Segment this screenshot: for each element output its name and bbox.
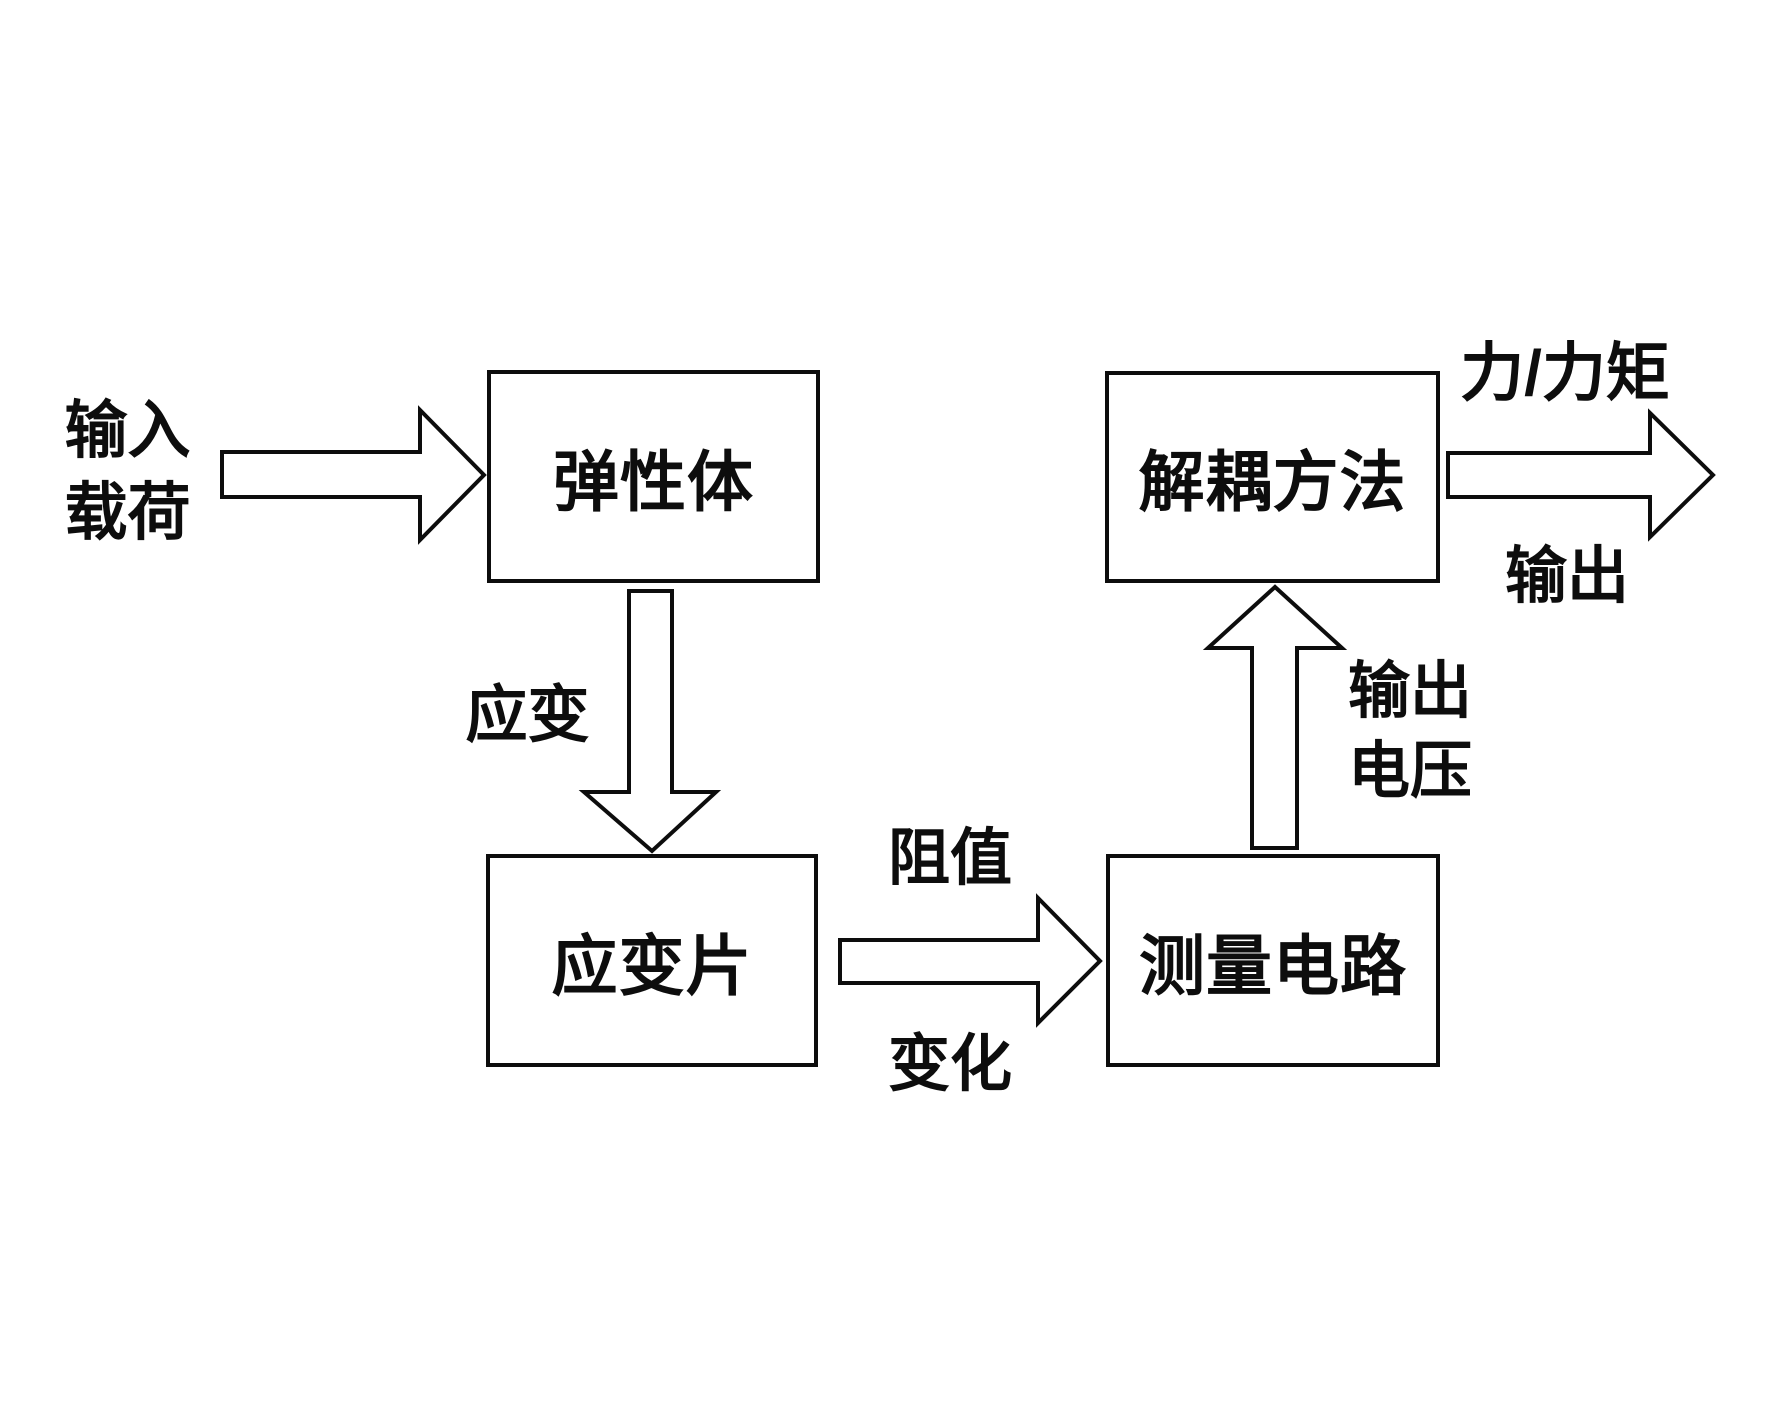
resistance-change-arrow-icon [838, 893, 1103, 1028]
input-load-label-line2: 载荷 [64, 478, 191, 548]
strain-label-text: 应变 [465, 681, 590, 750]
measurement-circuit-box: 测量电路 [1106, 854, 1440, 1067]
elastic-body-box: 弹性体 [487, 370, 820, 583]
output-voltage-arrow-icon [1202, 584, 1348, 850]
strain-gauge-box: 应变片 [486, 854, 818, 1067]
output-voltage-label-line2: 电压 [1347, 737, 1472, 806]
strain-label: 应变 [440, 684, 615, 748]
elastic-body-label: 弹性体 [553, 444, 754, 519]
output-voltage-label: 输出 电压 [1320, 652, 1500, 812]
change-label-text: 变化 [887, 1030, 1012, 1099]
change-label: 变化 [860, 1034, 1040, 1096]
force-torque-label: 力/力矩 [1440, 340, 1690, 406]
resistance-label-text: 阻值 [887, 824, 1012, 893]
resistance-label: 阻值 [860, 828, 1040, 890]
measurement-circuit-label: 测量电路 [1139, 928, 1407, 1003]
strain-gauge-label: 应变片 [551, 928, 753, 1003]
input-load-label: 输入 载荷 [30, 390, 225, 554]
input-load-arrow-icon [220, 405, 487, 545]
force-torque-label-text: 力/力矩 [1460, 337, 1670, 409]
output-voltage-label-line1: 输出 [1347, 657, 1472, 726]
decoupling-method-box: 解耦方法 [1105, 371, 1440, 583]
strain-arrow-icon [578, 589, 722, 854]
input-load-label-line1: 输入 [64, 396, 191, 466]
decoupling-method-label: 解耦方法 [1138, 445, 1407, 519]
output-label: 输出 [1477, 546, 1657, 608]
output-label-text: 输出 [1504, 542, 1629, 611]
force-torque-output-arrow-icon [1446, 408, 1716, 542]
